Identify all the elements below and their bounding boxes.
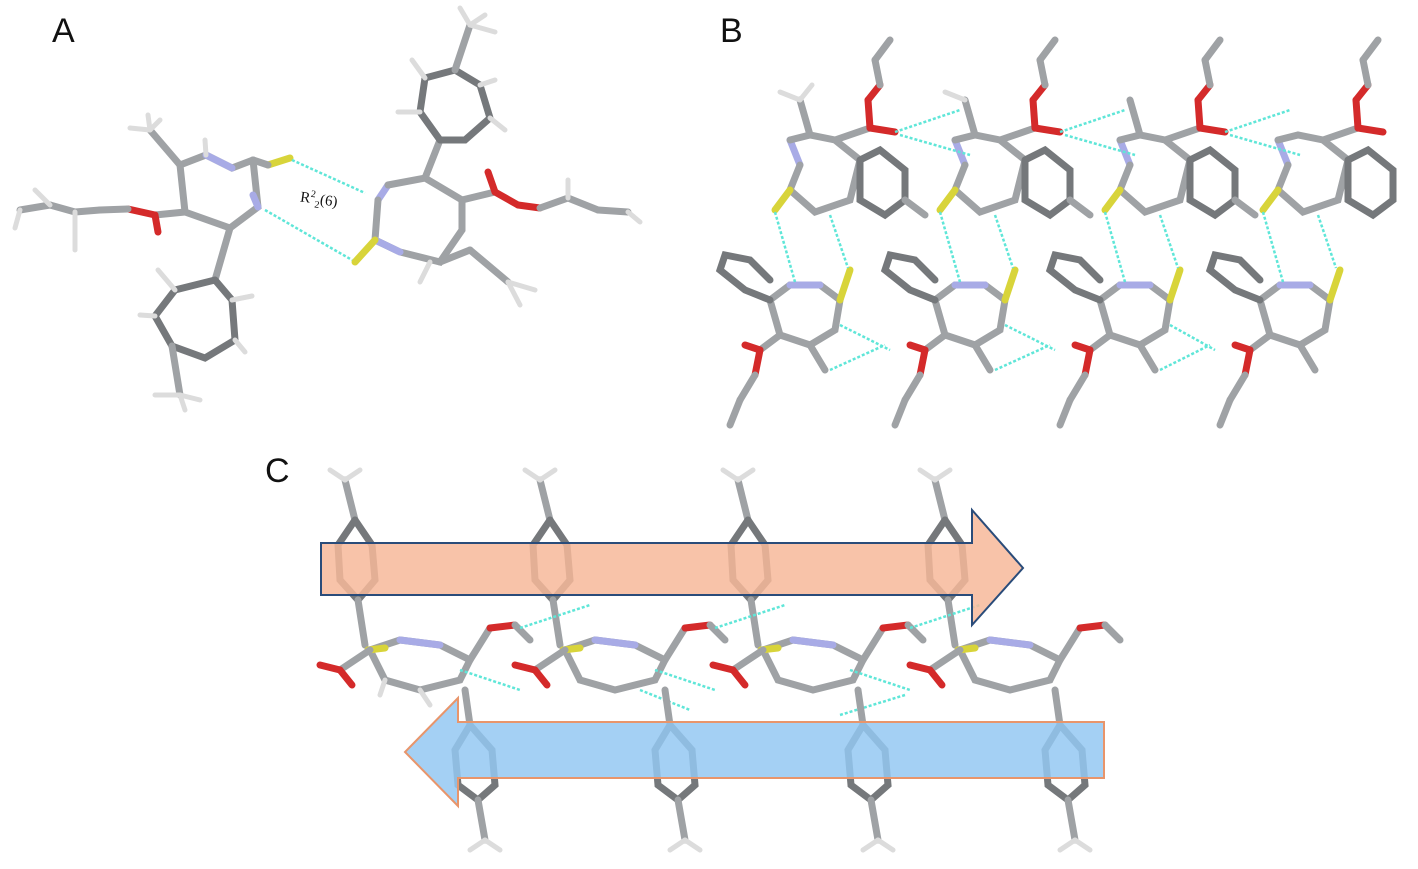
panel-c-middle-layer <box>316 603 1124 717</box>
panel-label-c: C <box>265 452 290 490</box>
panel-b-sheet <box>715 36 1397 429</box>
panel-b-bottom-row <box>715 250 1344 429</box>
panel-b-top-row <box>771 36 1397 220</box>
h-bond-a1 <box>291 158 366 195</box>
molecule-a-left <box>12 112 294 413</box>
panel-label-a: A <box>52 12 75 50</box>
molecule-a-right <box>351 5 643 308</box>
panel-label-b: B <box>720 12 743 50</box>
stacking-arrow-right <box>320 507 1025 628</box>
panel-c-stack <box>316 467 1124 853</box>
stacking-arrow-left <box>403 695 1105 809</box>
panel-a-dimer <box>12 5 643 413</box>
h-bond-a2 <box>264 208 353 262</box>
panel-b-h-bonds <box>773 108 1338 372</box>
